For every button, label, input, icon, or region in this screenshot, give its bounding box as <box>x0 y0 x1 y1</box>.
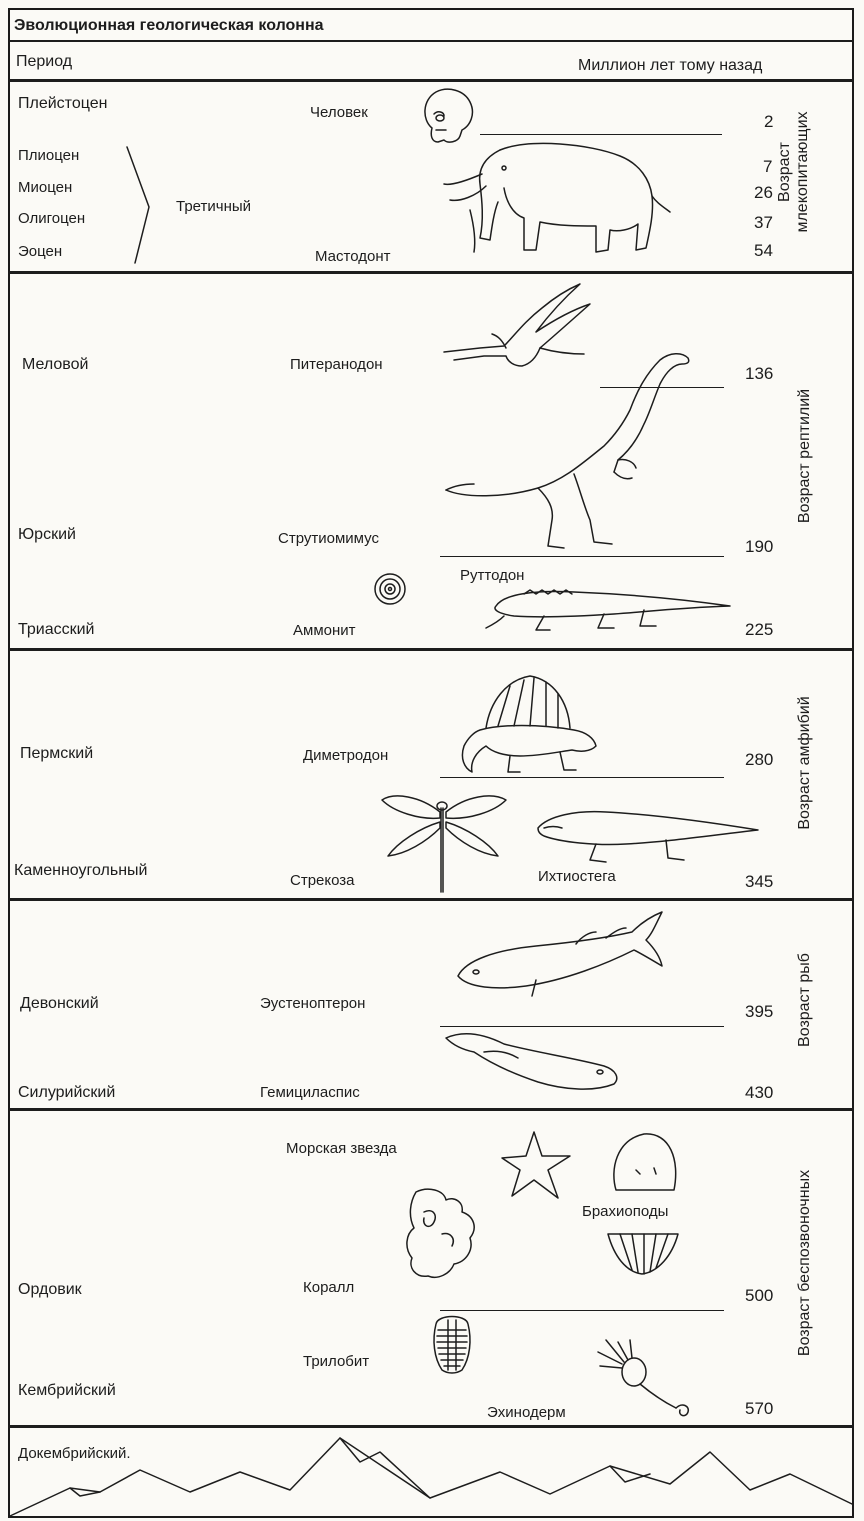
boundary-line-395 <box>440 1026 724 1027</box>
age-2: 2 <box>764 113 773 130</box>
label-mastodon: Мастодонт <box>315 249 390 264</box>
label-human: Человек <box>310 105 368 120</box>
label-pteranodon: Питеранодон <box>290 357 383 372</box>
dimetrodon-icon <box>450 672 600 778</box>
period-cretaceous: Меловой <box>22 357 88 373</box>
age-26: 26 <box>754 184 773 201</box>
age-280: 280 <box>745 751 773 768</box>
human-skull-icon <box>418 84 478 146</box>
hemicyclaspis-icon <box>444 1028 620 1096</box>
period-cambrian: Кембрийский <box>18 1383 116 1399</box>
age-395: 395 <box>745 1003 773 1020</box>
label-starfish: Морская звезда <box>286 1141 397 1156</box>
era-label-amphibians: Возраст амфибий <box>796 638 814 888</box>
period-tertiary: Третичный <box>176 199 251 214</box>
age-54: 54 <box>754 242 773 259</box>
brachiopod-icon <box>606 1228 680 1276</box>
trilobite-icon <box>430 1312 474 1374</box>
eusthenopteron-icon <box>456 910 666 998</box>
header-mya: Миллион лет тому назад <box>578 58 762 74</box>
ammonite-icon <box>372 571 408 607</box>
era-label-mammals: Возраст млекопитающих <box>776 82 811 262</box>
header-period: Период <box>16 54 72 70</box>
age-500: 500 <box>745 1287 773 1304</box>
period-jurassic: Юрский <box>18 527 76 543</box>
label-echinoderm: Эхинодерм <box>487 1405 566 1420</box>
era-divider-amphibians <box>8 898 854 901</box>
age-7: 7 <box>763 158 772 175</box>
era-divider-fishes <box>8 1108 854 1111</box>
age-345: 345 <box>745 873 773 890</box>
label-eusthenopteron: Эустеноптерон <box>260 996 365 1011</box>
ichthyostega-icon <box>536 800 760 872</box>
period-oligocene: Олигоцен <box>18 211 85 226</box>
age-570: 570 <box>745 1400 773 1417</box>
echinoderm-icon <box>596 1336 696 1420</box>
label-coral: Коралл <box>303 1280 354 1295</box>
period-triassic: Триасский <box>18 622 94 638</box>
period-permian: Пермский <box>20 746 93 762</box>
boundary-line-2 <box>480 134 722 135</box>
label-ammonite: Аммонит <box>293 623 356 638</box>
label-dimetrodon: Диметродон <box>303 748 388 763</box>
dragonfly-icon <box>380 790 510 894</box>
period-ordovician: Ордовик <box>18 1282 82 1298</box>
starfish-icon <box>500 1130 572 1202</box>
era-label-mammals-line2: млекопитающих <box>794 82 812 262</box>
period-pliocene: Плиоцен <box>18 148 79 163</box>
period-pleistocene: Плейстоцен <box>18 96 107 112</box>
era-label-fishes: Возраст рыб <box>796 900 814 1100</box>
header-divider <box>8 79 854 82</box>
brachiopod-shell-icon <box>610 1130 680 1196</box>
era-label-invertebrates: Возраст беспозвоночных <box>796 1108 814 1418</box>
label-dragonfly: Стрекоза <box>290 873 355 888</box>
period-silurian: Силурийский <box>18 1085 115 1101</box>
era-label-mammals-line1: Возраст <box>776 82 794 262</box>
struthiomimus-icon <box>444 350 704 554</box>
age-190: 190 <box>745 538 773 555</box>
boundary-line-500 <box>440 1310 724 1311</box>
mastodon-icon <box>440 140 680 264</box>
title-divider <box>8 40 854 42</box>
rutiodon-icon <box>484 580 734 632</box>
era-divider-reptiles <box>8 648 854 651</box>
age-136: 136 <box>745 365 773 382</box>
age-430: 430 <box>745 1084 773 1101</box>
label-hemicyclaspis: Гемициласпис <box>260 1085 360 1100</box>
age-37: 37 <box>754 214 773 231</box>
coral-icon <box>404 1186 480 1282</box>
mountains-icon <box>10 1432 852 1518</box>
label-trilobite: Трилобит <box>303 1354 369 1369</box>
period-eocene: Эоцен <box>18 244 62 259</box>
period-carboniferous: Каменноугольный <box>14 863 147 879</box>
period-miocene: Миоцен <box>18 180 72 195</box>
label-brachiopods: Брахиоподы <box>582 1204 668 1219</box>
label-struthiomimus: Струтиомимус <box>278 531 379 546</box>
period-devonian: Девонский <box>20 996 99 1012</box>
diagram-title: Эволюционная геологическая колонна <box>14 18 324 34</box>
era-divider-mammals <box>8 271 854 274</box>
boundary-line-190 <box>440 556 724 557</box>
era-divider-invertebrates <box>8 1425 854 1428</box>
tertiary-bracket <box>125 145 155 265</box>
era-label-reptiles: Возраст рептилий <box>796 276 814 636</box>
age-225: 225 <box>745 621 773 638</box>
